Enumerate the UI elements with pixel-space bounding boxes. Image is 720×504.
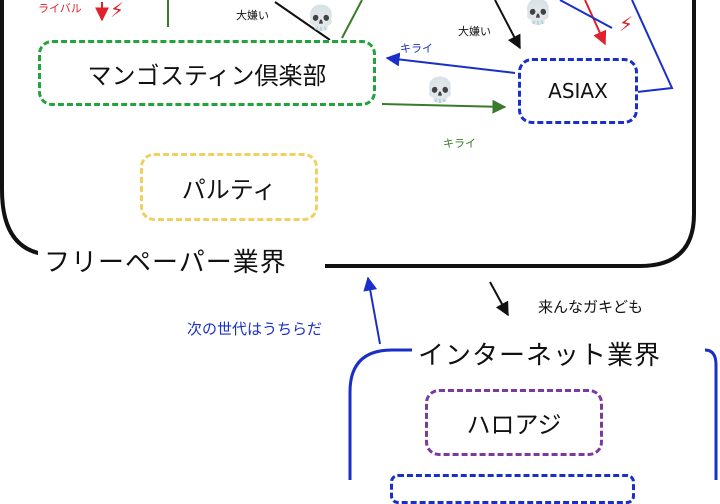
freepaper-section-title: フリーペーパー業界	[38, 242, 293, 279]
node-mangosteen-label: マンゴスティン倶楽部	[87, 61, 327, 90]
edge-label-daikirai-right: 大嫌い	[458, 25, 491, 38]
internet-section-border-right	[704, 348, 718, 480]
edge-label-kirai-green: キライ	[443, 137, 476, 150]
node-asiax-label: ASIAX	[548, 79, 608, 103]
diagram-lines	[0, 0, 718, 480]
skull-icon: 💀	[425, 76, 455, 104]
edge-black-kunna	[489, 281, 509, 317]
lightning-icon: ⚡	[619, 12, 634, 36]
edge-green-diag	[341, 0, 363, 39]
edge-label-daikirai-left: 大嫌い	[236, 9, 269, 22]
node-haroaji: ハロアジ	[425, 389, 603, 456]
freepaper-section-border	[0, 0, 60, 257]
edge-blue-asiax-right	[631, 0, 674, 93]
edge-red-into-asiax	[584, 0, 607, 46]
lightning-icon: ⚡	[110, 0, 125, 22]
skull-icon: 💀	[306, 4, 336, 32]
node-parute: パルティ	[140, 153, 318, 221]
node-hidden-blue	[390, 474, 635, 504]
edge-blue-top-right	[559, 0, 613, 29]
skull-icon: 💀	[523, 0, 553, 26]
internet-section-border	[348, 348, 415, 480]
node-mangosteen: マンゴスティン倶楽部	[38, 40, 376, 106]
edge-black-into-mangosteen	[274, 1, 331, 41]
edge-blue-kirai	[385, 52, 516, 74]
edge-label-kirai-blue: キライ	[400, 42, 433, 55]
internet-section-title: インターネット業界	[412, 335, 668, 372]
node-asiax: ASIAX	[518, 58, 638, 124]
freepaper-section-border-right	[325, 0, 696, 268]
node-parute-label: パルティ	[181, 175, 277, 204]
edge-black-into-asiax	[494, 0, 521, 50]
edge-label-next-generation: 次の世代はうちらだ	[187, 320, 323, 338]
node-haroaji-label: ハロアジ	[466, 411, 562, 439]
edge-label-rival: ライバル	[38, 2, 82, 15]
edge-blue-next-gen	[363, 276, 381, 345]
edge-label-kunna-gaki: 来んなガキども	[538, 298, 644, 316]
edge-green-kirai	[381, 99, 507, 114]
